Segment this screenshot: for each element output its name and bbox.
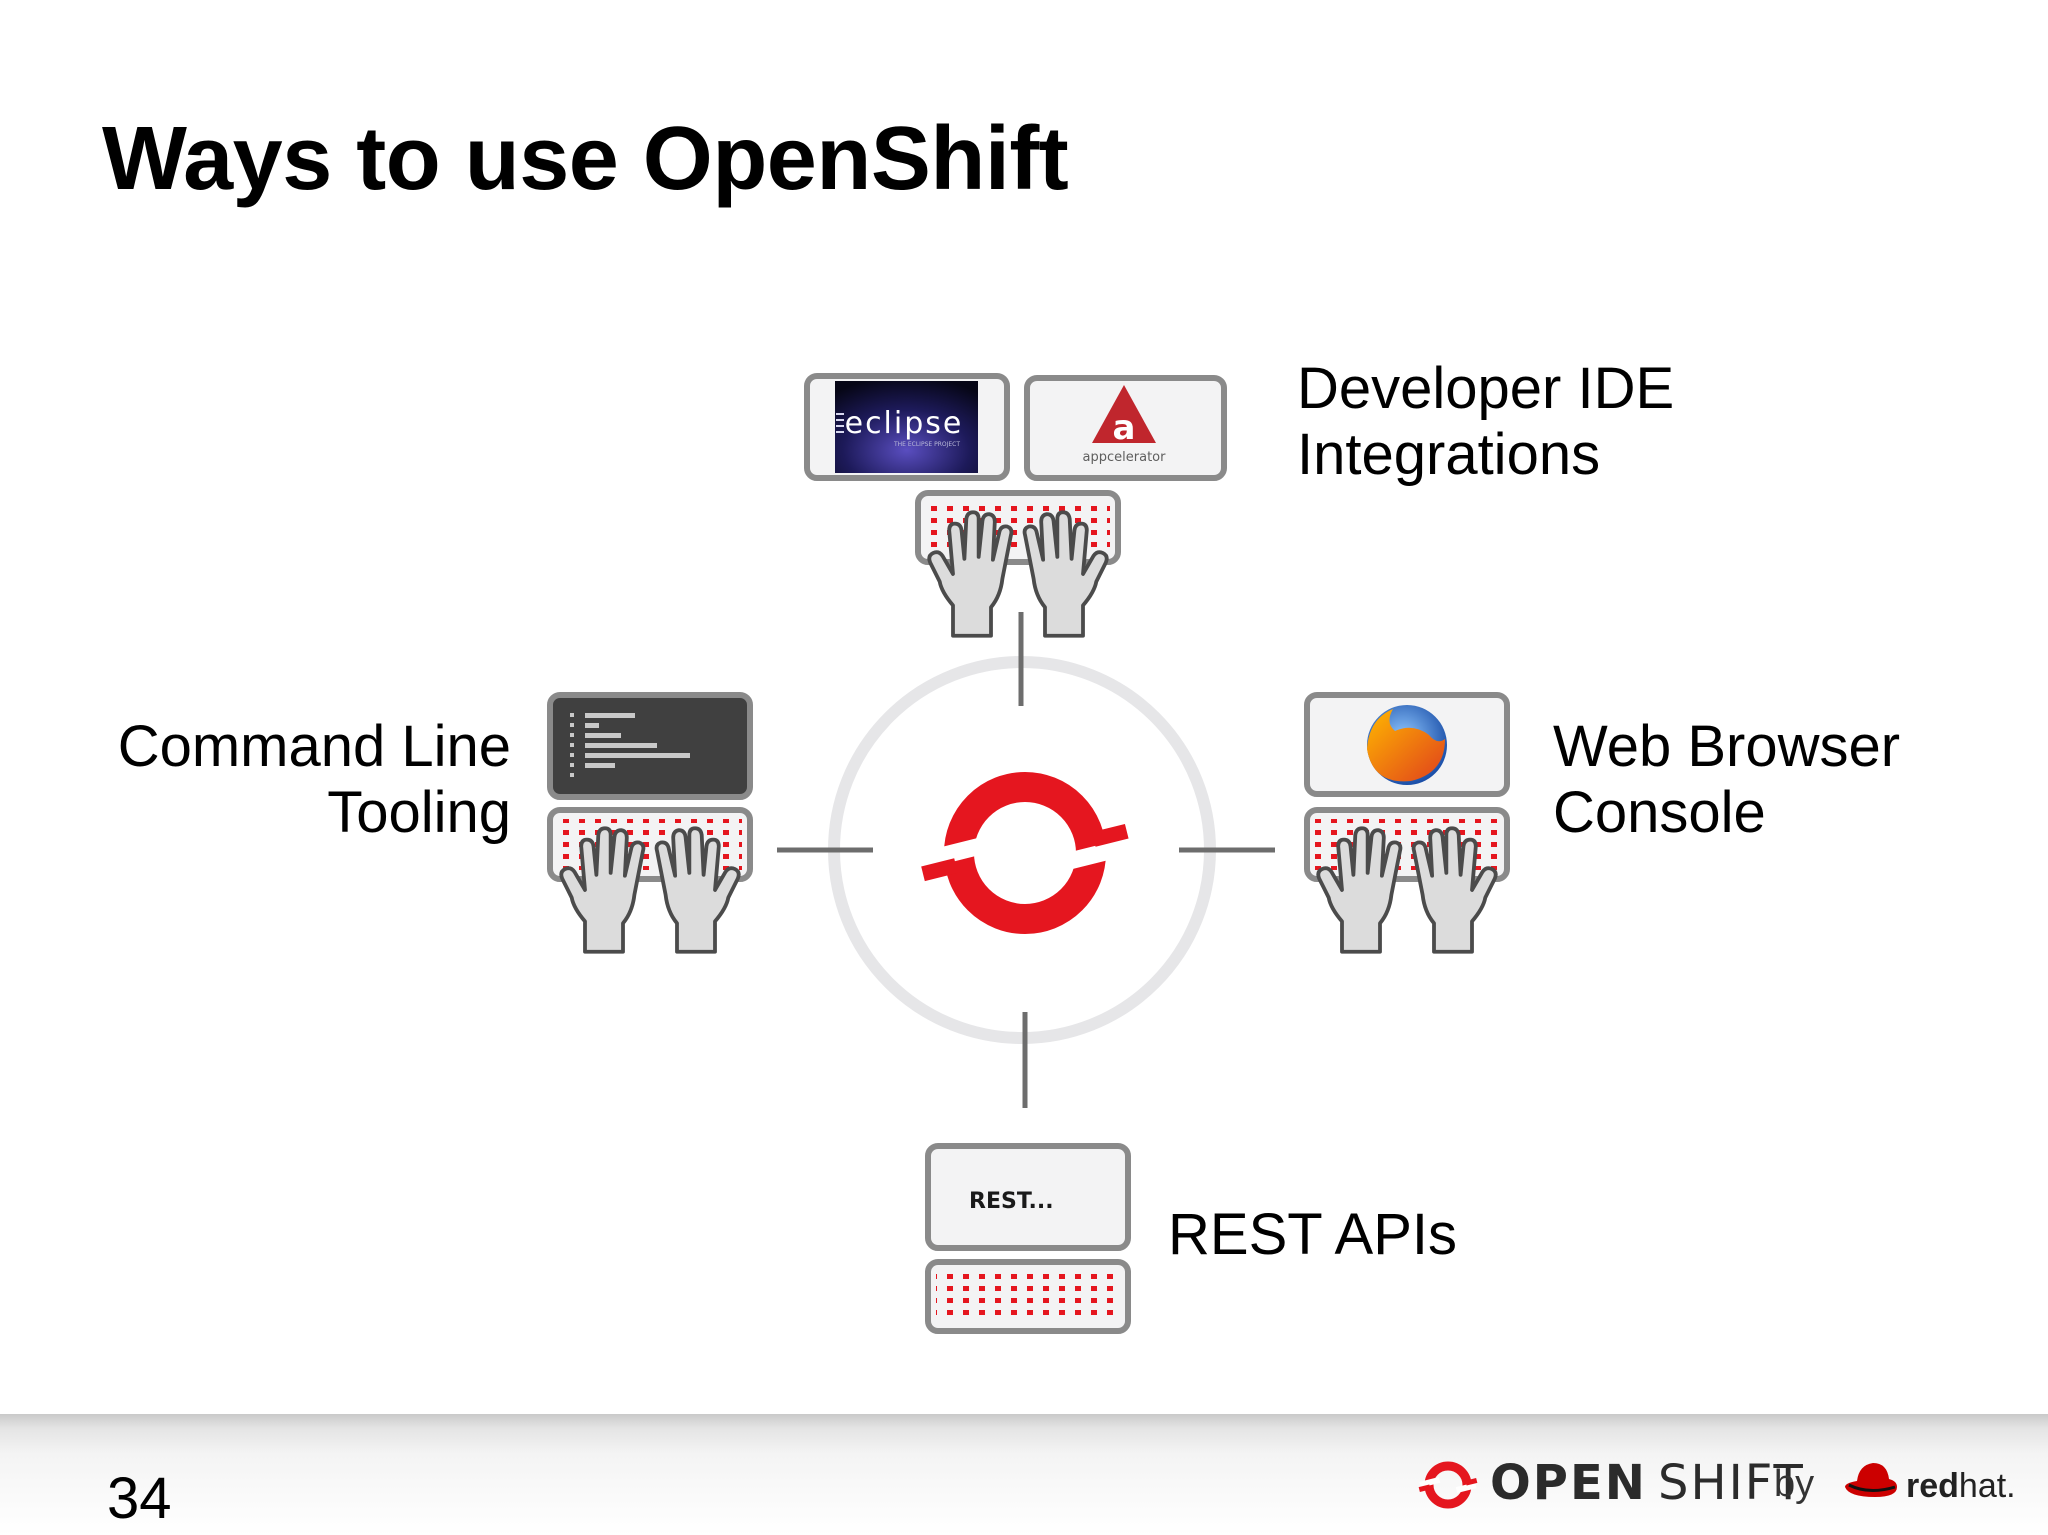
slide-title: Ways to use OpenShift [102, 109, 1069, 209]
brand-by: by [1774, 1463, 1815, 1505]
openshift-usage-diagram: eclipse THE ECLIPSE PROJECT a appcelerat… [547, 373, 1510, 1334]
eclipse-logo-text: eclipse [845, 406, 964, 441]
connector-lines [777, 612, 1275, 1108]
ide-station: eclipse THE ECLIPSE PROJECT a appcelerat… [804, 373, 1227, 638]
rest-screen-text: REST... [969, 1189, 1054, 1214]
rest-screen [925, 1143, 1131, 1251]
web-station [1304, 692, 1510, 954]
label-line: Developer IDE [1297, 356, 1675, 421]
svg-text:appcelerator: appcelerator [1083, 450, 1167, 465]
eclipse-stripes [836, 413, 844, 433]
label-line: Tooling [327, 780, 511, 845]
openshift-logo-icon [1418, 1461, 1478, 1509]
label-line: Console [1553, 780, 1766, 845]
redhat-logo-icon [1845, 1463, 1897, 1497]
footer-bar [0, 1414, 2048, 1535]
openshift-logo-icon [921, 772, 1129, 934]
brand-red-bold: red [1906, 1467, 1959, 1505]
brand-shift: SHIFT [1658, 1455, 1805, 1511]
cli-station [547, 692, 753, 954]
brand-open: OPEN [1490, 1455, 1647, 1511]
footer-brand: OPEN SHIFT by redhat. [1418, 1453, 2018, 1513]
label-web-browser: Web Browser Console [1553, 714, 1900, 846]
keyboard-icon [925, 1259, 1131, 1334]
eclipse-logo-icon [835, 381, 978, 473]
firefox-icon [1367, 705, 1447, 785]
brand-red-light: hat. [1958, 1467, 2016, 1505]
label-command-line: Command Line Tooling [118, 714, 511, 846]
page-number: 34 [107, 1466, 172, 1531]
label-line: Command Line [117, 714, 511, 779]
brand-redhat: redhat. [1906, 1467, 2016, 1506]
appcelerator-logo-icon: a appcelerator [1083, 385, 1167, 465]
svg-text:THE ECLIPSE PROJECT: THE ECLIPSE PROJECT [893, 441, 960, 448]
label-line: Integrations [1297, 422, 1601, 487]
label-developer-ide: Developer IDE Integrations [1297, 356, 1674, 488]
label-line: REST APIs [1168, 1202, 1458, 1267]
hub-ring [828, 656, 1216, 1044]
label-line: Web Browser [1553, 714, 1901, 779]
rest-station: REST... [925, 1143, 1131, 1334]
svg-text:a: a [1113, 408, 1136, 448]
label-rest-apis: REST APIs [1168, 1202, 1457, 1268]
